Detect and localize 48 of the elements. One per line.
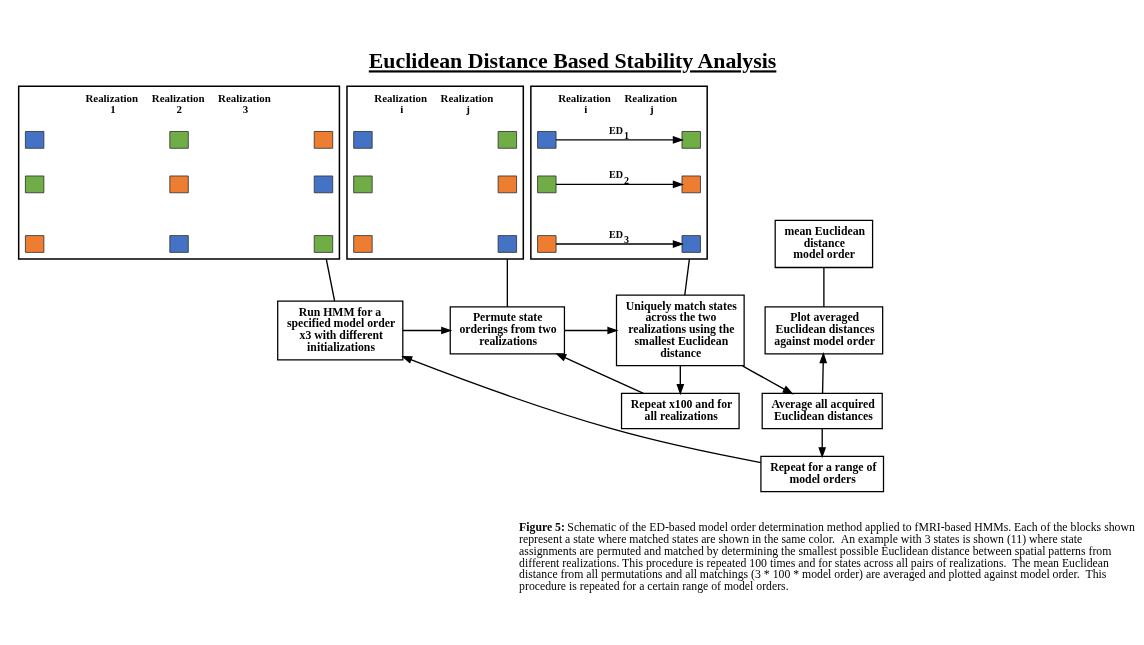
node-box: Run HMM for a specified model order x3 with different initializations [277,300,404,361]
connector [823,266,825,308]
node-box [313,131,334,149]
arrow [401,355,762,464]
arrow [402,326,453,335]
node-box [497,175,517,194]
node-box: Repeat x100 and for all realizations [620,392,740,430]
node-box [169,235,189,253]
node-box: Permute state orderings from two realizations [449,306,566,355]
node-box [681,175,701,194]
diagram-title: Euclidean Distance Based Stability Analysis [368,49,777,74]
cluster: Realization i Realization j [346,85,525,260]
node-box: Average all acquired Euclidean distances [761,392,883,430]
node-box [169,131,189,149]
node-box: Plot averaged Euclidean distances against model order [764,306,884,355]
node-box [24,175,45,194]
node-box [537,175,557,194]
caption: Figure 5: Schematic of the ED-based model order determination method applied to fMRI-based HMMs. Each of the blocks shown represent a state where matched states are shown in the same color. An example with 3 states is shown (11) where state assignments are permuted and matched by determining the smallest possible Euclidean distance between spatial patterns from different realizations. This procedure is repeated 100 times and for states across all pairs of realizations. The mean Euclidean distance from all permutations and all matchings (3 * 100 * model order) are averaged and plotted against model order. This procedure is repeated for a certain range of model orders. [519,521,1135,594]
node-box: Repeat for a range of model orders [760,455,885,493]
arrow [555,353,645,395]
node-box [313,235,334,253]
node-box: Uniquely match states across the two realizations using the smallest Euclidean distance [615,294,745,367]
arrow [555,240,684,248]
node-box [537,235,557,253]
node-box [353,175,373,194]
node-box [497,131,517,149]
node-box [24,235,45,253]
node-box [24,131,45,149]
connector [506,258,509,308]
node-box [681,235,701,253]
node-box [497,235,517,253]
node-box [313,175,334,194]
connector [684,258,691,296]
arrow [555,136,684,144]
cluster: Realization 1 Realization 2 Realization 3 [17,85,341,260]
arrow [564,326,619,335]
arrow [818,428,827,459]
connector [325,258,336,302]
node-box: mean Euclidean distance model order [774,219,874,269]
arrow [741,365,794,395]
arrow [555,180,684,189]
node-box [169,175,189,194]
arrow [819,352,828,394]
node-box [681,131,701,149]
node-box [353,235,373,253]
node-box [353,131,373,149]
node-box [537,131,557,149]
arrow [676,365,685,396]
